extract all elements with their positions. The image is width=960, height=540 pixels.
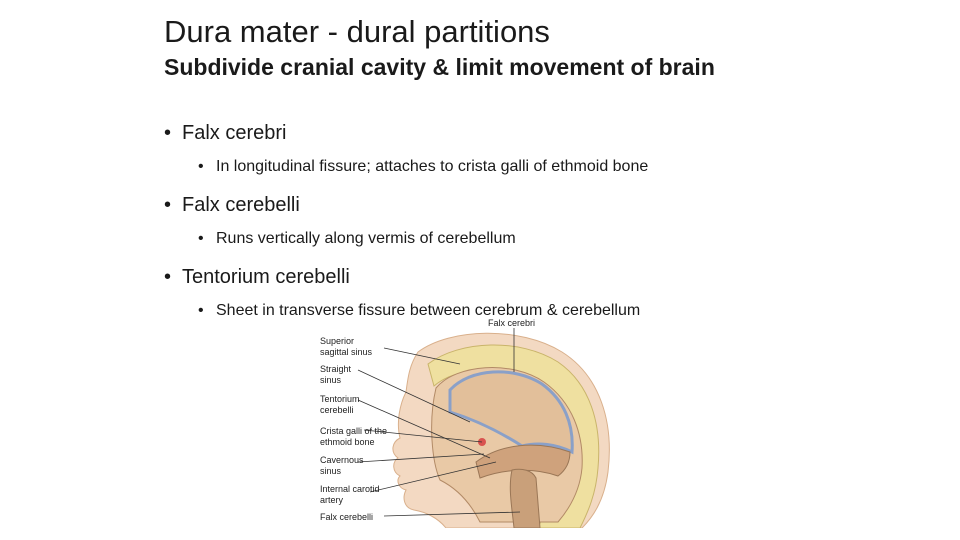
sub-bullet-tentorium-cerebelli: •Sheet in transverse fissure between cer… <box>198 300 648 322</box>
bullet-falx-cerebelli: •Falx cerebelli <box>164 194 300 216</box>
label-tentorium-2: cerebelli <box>320 405 354 415</box>
bullet-dot-icon: • <box>164 266 172 288</box>
label-cavernous-1: Cavernous <box>320 455 364 465</box>
sub-bullet-falx-cerebri: •In longitudinal fissure; attaches to cr… <box>198 156 648 178</box>
label-falx-cerebri: Falx cerebri <box>488 318 535 328</box>
label-cavernous-2: sinus <box>320 466 342 476</box>
bullet-dot-icon: • <box>198 230 204 247</box>
bullet-dot-icon: • <box>164 194 172 216</box>
label-crista-2: ethmoid bone <box>320 437 375 447</box>
bullet-list: •Falx cerebri •In longitudinal fissure; … <box>164 120 648 322</box>
label-straight-2: sinus <box>320 375 342 385</box>
sub-bullet-falx-cerebelli: •Runs vertically along vermis of cerebel… <box>198 228 648 250</box>
bullet-dot-icon: • <box>198 302 204 319</box>
bullet-falx-cerebri: •Falx cerebri <box>164 122 287 144</box>
falx-cerebri-shape <box>448 370 574 455</box>
label-superior-2: sagittal sinus <box>320 347 373 357</box>
label-straight-1: Straight <box>320 364 352 374</box>
label-tentorium-1: Tentorium <box>320 394 360 404</box>
label-carotid-2: artery <box>320 495 344 505</box>
slide-title: Dura mater - dural partitions <box>164 14 550 49</box>
brainstem-shape <box>509 468 541 528</box>
label-superior-1: Superior <box>320 336 354 346</box>
bullet-tentorium-cerebelli: •Tentorium cerebelli <box>164 266 350 288</box>
bullet-dot-icon: • <box>198 158 204 175</box>
label-falx-cerebelli: Falx cerebelli <box>320 512 373 522</box>
label-crista-1: Crista galli of the <box>320 426 387 436</box>
bullet-dot-icon: • <box>164 122 172 144</box>
slide-subtitle: Subdivide cranial cavity & limit movemen… <box>164 54 715 80</box>
dural-partitions-illustration: Falx cerebri Superior sagittal sinus Str… <box>320 318 610 528</box>
label-carotid-1: Internal carotid <box>320 484 380 494</box>
leader-lines <box>357 328 521 517</box>
